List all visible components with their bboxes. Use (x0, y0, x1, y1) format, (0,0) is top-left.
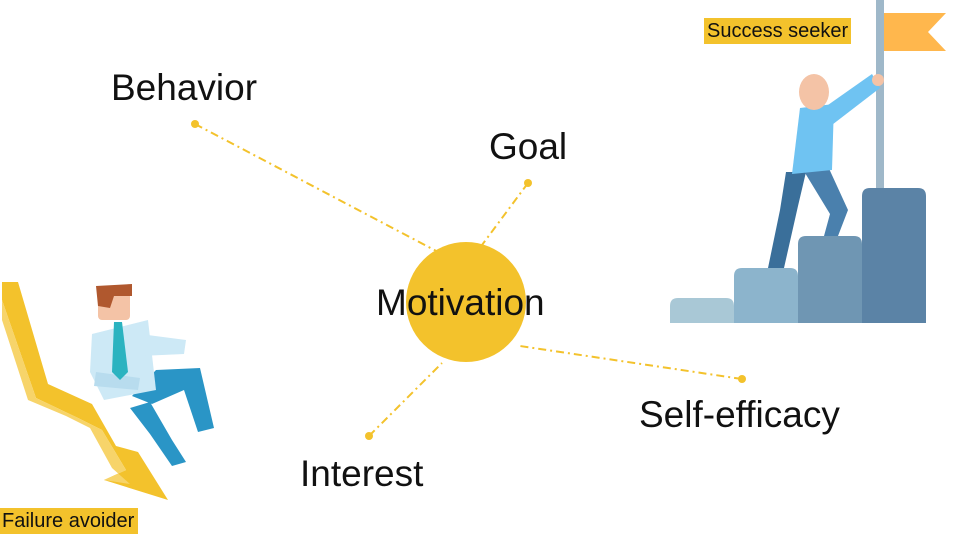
stair-step-1 (670, 298, 734, 323)
climber-torso (792, 104, 834, 174)
climber-back-leg (768, 172, 806, 268)
endpoint-interest (365, 432, 373, 440)
center-label-motivation: Motivation (376, 282, 545, 323)
climber-head (799, 74, 829, 110)
stair-step-4 (862, 188, 926, 323)
connector-endpoints (191, 120, 746, 440)
flag-icon (884, 13, 946, 51)
faller-tie (112, 322, 128, 380)
endpoint-goal (524, 179, 532, 187)
faller-hair (96, 284, 132, 308)
falling-arrow-shadow (2, 300, 130, 484)
node-label-behavior: Behavior (111, 67, 258, 108)
success-seeker-illustration (670, 0, 946, 323)
connector-interest (368, 362, 443, 437)
stair-step-2 (734, 268, 798, 323)
motivation-circle (406, 242, 526, 362)
endpoint-behavior (191, 120, 199, 128)
failure-avoider-tag: Failure avoider (0, 508, 139, 534)
climber-hand (872, 74, 884, 86)
flag-pole (876, 0, 884, 188)
connector-goal (481, 182, 529, 246)
faller-leg-2 (130, 402, 186, 466)
faller-arm-2 (94, 372, 140, 390)
falling-arrow-icon (2, 282, 168, 500)
connector-behavior (194, 123, 441, 254)
failure-avoider-illustration (2, 282, 214, 500)
endpoint-self-efficacy (738, 375, 746, 383)
success-seeker-tag: Success seeker (704, 18, 852, 44)
faller-arm (140, 334, 186, 356)
climber-front-leg (802, 162, 848, 236)
node-label-interest: Interest (300, 453, 424, 494)
connectors (194, 123, 743, 437)
stair-step-3 (798, 236, 862, 323)
node-label-goal: Goal (489, 126, 568, 167)
connector-self-efficacy (519, 345, 743, 380)
node-label-self-efficacy: Self-efficacy (639, 394, 840, 435)
climber-arm (818, 74, 880, 128)
